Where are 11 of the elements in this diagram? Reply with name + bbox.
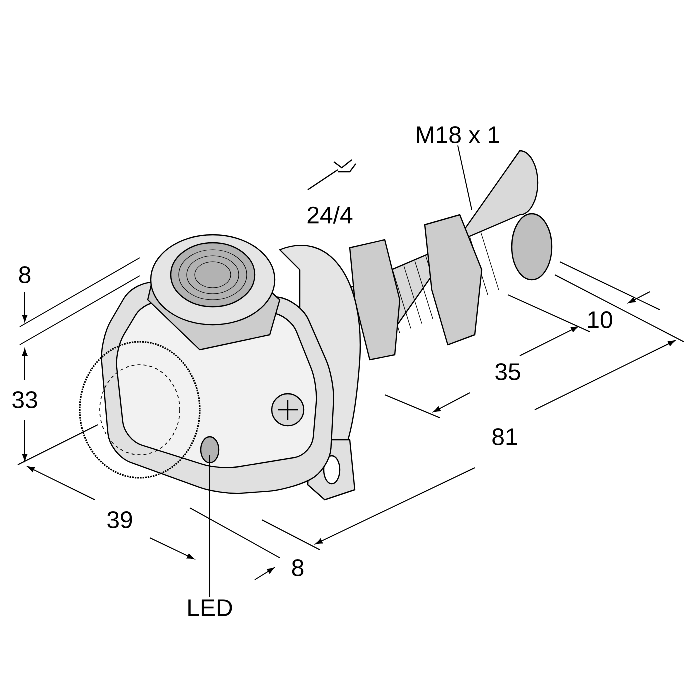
dimension-label: 8: [19, 266, 31, 284]
dimension-label: 8: [292, 560, 304, 576]
dimension-label: 10: [588, 312, 612, 328]
leader-line: [458, 145, 472, 210]
callout-text: M18 x 1: [417, 126, 500, 144]
callout-text: LED: [188, 600, 232, 616]
dimension-label: 39: [108, 512, 132, 528]
dimension-label: 24/4: [308, 206, 353, 224]
dimension-label: 81: [492, 428, 518, 446]
dimension-label: 35: [496, 364, 520, 380]
dimension-label: 33: [12, 392, 38, 408]
